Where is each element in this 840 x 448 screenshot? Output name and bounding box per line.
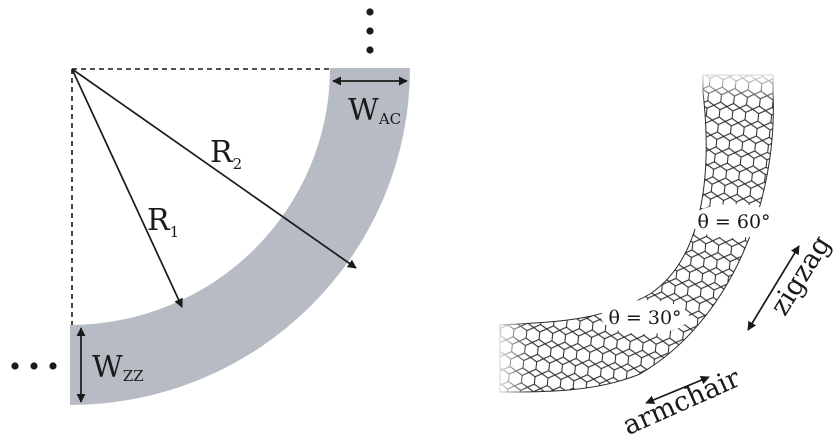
lattice-structure: θ = 60° θ = 30° zigzag armchair [496,72,837,442]
lattice-fade-top [700,72,776,102]
wzz-label: WZZ [92,350,144,385]
zigzag-label: zigzag [764,230,837,321]
bend-band [70,68,410,405]
theta60-label-bg [690,204,778,238]
armchair-direction-arrow [645,375,710,405]
ellipsis-horizontal [11,362,57,370]
bend-schematic: R1 R2 WAC WZZ [11,8,410,405]
ellipsis-vertical [366,8,374,54]
r2-label: R2 [210,135,242,173]
lattice-fade-left [496,322,530,396]
radius-1-arrow [71,68,183,308]
wac-label: WAC [348,93,401,128]
radius-2-arrow [71,68,357,269]
zigzag-direction-arrow [747,245,800,331]
theta30-label-bg [601,300,689,334]
r1-label: R1 [147,203,179,241]
theta60-label: θ = 60° [697,211,770,233]
theta30-label: θ = 30° [608,307,681,329]
